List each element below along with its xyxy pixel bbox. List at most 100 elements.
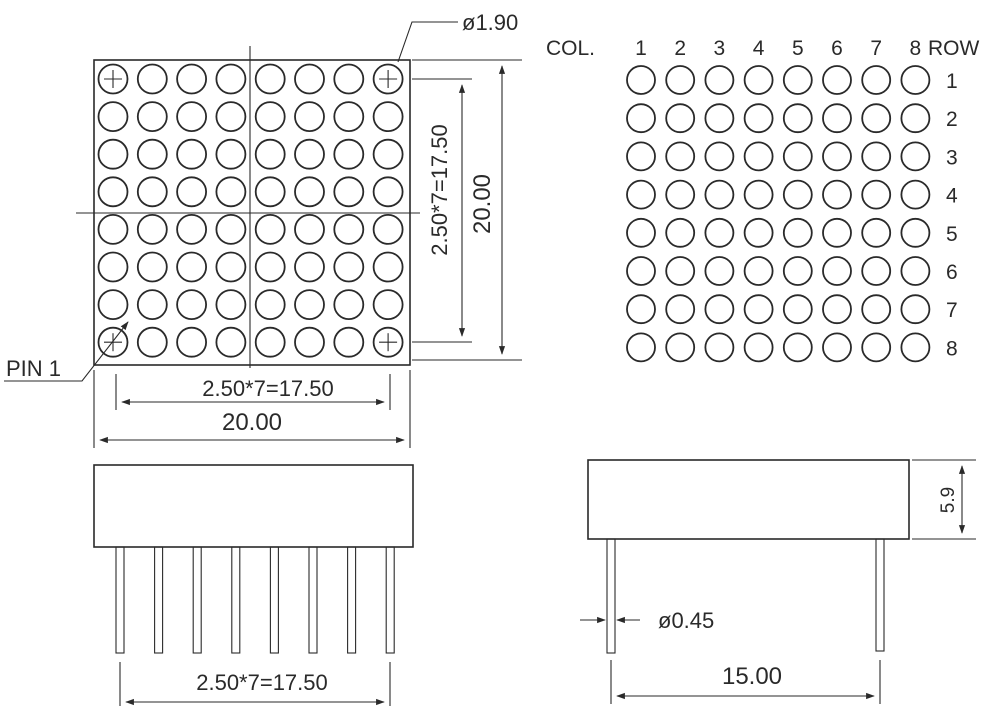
schematic-led <box>782 65 813 95</box>
schematic-led <box>665 179 696 210</box>
schematic-led <box>626 332 656 363</box>
schematic-led <box>822 103 852 134</box>
led-dot <box>176 251 208 283</box>
schematic-led <box>861 65 892 95</box>
led-dot <box>176 326 208 358</box>
led-dot <box>97 213 129 245</box>
side-pin <box>385 546 395 654</box>
schematic-led <box>665 141 696 172</box>
led-dot <box>254 326 286 358</box>
led-dot <box>294 289 325 321</box>
led-dot <box>136 213 168 245</box>
schematic-led <box>626 141 656 172</box>
led-dot <box>176 213 208 245</box>
column-label: 1 <box>635 37 647 60</box>
schematic-led <box>626 65 656 95</box>
schematic-led <box>861 256 892 286</box>
schematic-led <box>626 294 656 325</box>
schematic-led <box>665 294 696 325</box>
led-diameter-leader <box>397 21 458 63</box>
schematic-led <box>665 217 696 248</box>
side-pin <box>231 546 241 654</box>
led-dot <box>176 138 208 170</box>
led-dot <box>294 63 325 95</box>
schematic-led <box>743 141 774 172</box>
schematic-led <box>782 217 813 248</box>
schematic-led <box>900 65 931 95</box>
led-dot <box>136 101 168 132</box>
led-dot <box>254 251 286 283</box>
row-label: 5 <box>946 223 958 246</box>
height-label: 20.00 <box>469 174 496 234</box>
led-dot <box>254 101 286 132</box>
side-view: 2.50*7=17.50 <box>93 464 414 706</box>
schematic-led <box>665 103 696 134</box>
end-view-pin-right <box>875 538 885 652</box>
pin-diameter-label: ø0.45 <box>658 608 714 633</box>
schematic-led <box>704 179 735 210</box>
row-label: 8 <box>946 337 958 360</box>
schematic-led <box>743 332 774 363</box>
led-dot <box>176 176 208 208</box>
led-dot <box>294 176 325 208</box>
schematic-led <box>822 65 852 95</box>
schematic-led <box>822 141 852 172</box>
led-dot <box>294 213 325 245</box>
row-label: 7 <box>946 299 958 322</box>
side-view-body <box>93 464 414 548</box>
led-dot <box>215 63 247 95</box>
led-dot <box>254 289 286 321</box>
led-dot <box>136 176 168 208</box>
end-view: ø0.45 5.9 15.00 <box>580 459 976 704</box>
schematic-led <box>704 141 735 172</box>
schematic-led <box>782 141 813 172</box>
column-label: 3 <box>714 37 726 60</box>
schematic-led <box>743 65 774 95</box>
schematic-led <box>822 332 852 363</box>
schematic-led <box>665 65 696 95</box>
schematic-led <box>704 65 735 95</box>
end-view-body <box>587 459 910 540</box>
schematic-led <box>626 103 656 134</box>
schematic-led <box>822 217 852 248</box>
led-dot <box>97 176 129 208</box>
led-dot <box>333 63 365 95</box>
schematic-led <box>743 217 774 248</box>
schematic-led <box>900 141 931 172</box>
side-pin <box>192 546 202 654</box>
led-dot <box>215 326 247 358</box>
schematic-led <box>861 141 892 172</box>
led-dot <box>294 101 325 132</box>
led-dot <box>136 138 168 170</box>
led-dot <box>136 326 168 358</box>
led-dot <box>254 213 286 245</box>
pin-spacing-label: 15.00 <box>722 663 782 690</box>
schematic-led <box>626 256 656 286</box>
schematic-led <box>782 256 813 286</box>
led-dot <box>294 251 325 283</box>
side-pitch-label: 2.50*7=17.50 <box>196 670 328 695</box>
front-led-grid <box>97 63 404 358</box>
pin1-label: PIN 1 <box>6 356 61 381</box>
column-label: 2 <box>674 37 686 60</box>
row-label: 4 <box>946 185 958 208</box>
led-dot <box>215 176 247 208</box>
led-dot <box>136 63 168 95</box>
led-dot <box>333 213 365 245</box>
led-dot <box>136 289 168 321</box>
led-dot <box>333 138 365 170</box>
led-dot <box>294 138 325 170</box>
led-dot <box>294 326 325 358</box>
body-height-label: 5.9 <box>938 487 959 513</box>
led-dot <box>97 289 129 321</box>
h-pitch-label: 2.50*7=17.50 <box>202 376 334 401</box>
schematic-led <box>743 294 774 325</box>
schematic-led <box>900 217 931 248</box>
led-dot <box>176 101 208 132</box>
led-dot <box>215 213 247 245</box>
row-header: ROW <box>928 37 980 60</box>
row-label: 1 <box>946 70 958 93</box>
led-dot <box>372 176 404 208</box>
schematic-led <box>782 179 813 210</box>
schematic-led <box>743 256 774 286</box>
